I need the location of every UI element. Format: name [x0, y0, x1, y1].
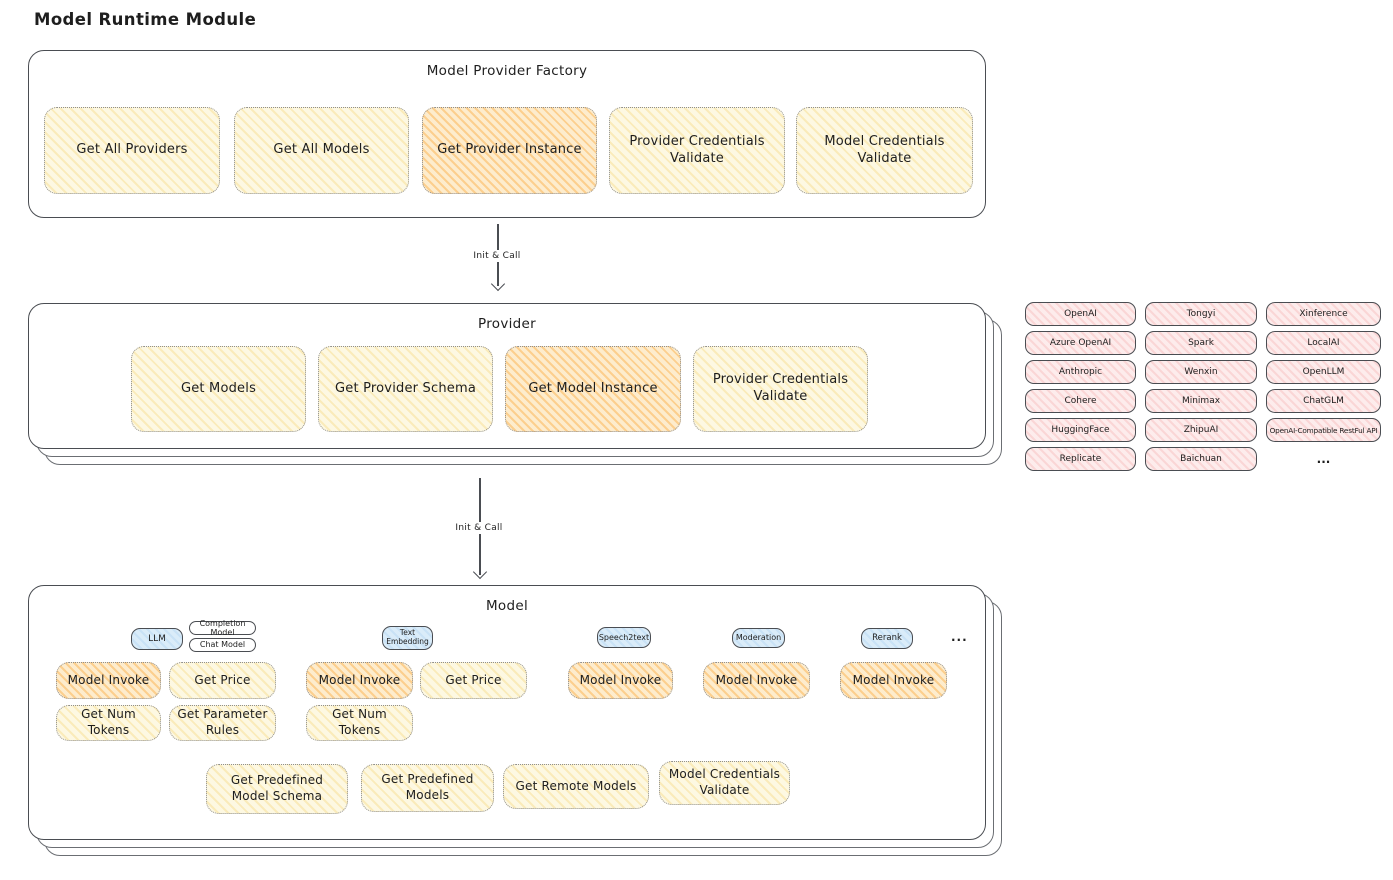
factory-title: Model Provider Factory [426, 63, 588, 79]
arrow-label-init-call-2: Init & Call [451, 522, 507, 534]
provider-pill-minimax: Minimax [1145, 389, 1257, 413]
node-get-predefined-model-schema: Get Predefined Model Schema [206, 764, 348, 814]
tab-llm: LLM [131, 628, 183, 650]
tab-text-embedding: Text Embedding [382, 626, 433, 650]
provider-pill-chatglm: ChatGLM [1266, 389, 1381, 413]
page-title: Model Runtime Module [34, 10, 257, 29]
provider-pill-localai: LocalAI [1266, 331, 1381, 355]
arrow-head-down-icon-2 [472, 564, 488, 580]
provider-pill-azure-openai: Azure OpenAI [1025, 331, 1136, 355]
provider-pill-baichuan: Baichuan [1145, 447, 1257, 471]
tab-rerank: Rerank [861, 628, 913, 649]
node-get-price-embedding: Get Price [420, 662, 527, 699]
node-provider-credentials-validate: Provider Credentials Validate [609, 107, 785, 194]
provider-pill-spark: Spark [1145, 331, 1257, 355]
node-get-predefined-models: Get Predefined Models [361, 764, 494, 812]
node-model-credentials-validate-2: Model Credentials Validate [659, 761, 790, 805]
tab-completion-model: Completion Model [189, 619, 256, 637]
node-get-models: Get Models [131, 346, 306, 432]
provider-pill-openai-compatible: OpenAI-Compatible RestFul API [1266, 418, 1381, 442]
provider-pill-zhipuai: ZhipuAI [1145, 418, 1257, 442]
node-model-invoke-llm: Model Invoke [56, 662, 161, 699]
provider-pill-replicate: Replicate [1025, 447, 1136, 471]
node-model-invoke-embedding: Model Invoke [306, 662, 413, 699]
provider-pill-huggingface: HuggingFace [1025, 418, 1136, 442]
provider-pill-openllm: OpenLLM [1266, 360, 1381, 384]
tabs-ellipsis: ... [951, 630, 968, 644]
node-provider-credentials-validate-2: Provider Credentials Validate [693, 346, 868, 432]
node-get-num-tokens-llm: Get Num Tokens [56, 705, 161, 741]
node-get-all-models: Get All Models [234, 107, 409, 194]
provider-pill-wenxin: Wenxin [1145, 360, 1257, 384]
node-model-invoke-rerank: Model Invoke [840, 662, 947, 699]
node-get-model-instance: Get Model Instance [505, 346, 681, 432]
provider-pill-cohere: Cohere [1025, 389, 1136, 413]
node-get-all-providers: Get All Providers [44, 107, 220, 194]
node-get-remote-models: Get Remote Models [503, 764, 649, 809]
node-get-price-llm: Get Price [169, 662, 276, 699]
tab-moderation: Moderation [732, 628, 785, 648]
node-model-invoke-speech2text: Model Invoke [568, 662, 673, 699]
tab-speech2text: Speech2text [597, 627, 651, 648]
model-box: Model LLM Completion Model Chat Model Te… [28, 585, 986, 840]
node-model-invoke-moderation: Model Invoke [703, 662, 810, 699]
provider-box: Provider Get Models Get Provider Schema … [28, 303, 986, 449]
provider-pill-ellipsis: ... [1316, 452, 1331, 466]
node-get-num-tokens-embedding: Get Num Tokens [306, 705, 413, 741]
arrow-label-init-call-1: Init & Call [469, 250, 525, 262]
factory-box: Model Provider Factory Get All Providers… [28, 50, 986, 218]
provider-pill-xinference: Xinference [1266, 302, 1381, 326]
arrow-head-down-icon [490, 276, 506, 292]
model-title: Model [485, 598, 529, 614]
provider-pill-tongyi: Tongyi [1145, 302, 1257, 326]
node-get-parameter-rules: Get Parameter Rules [169, 705, 276, 741]
provider-pill-anthropic: Anthropic [1025, 360, 1136, 384]
node-get-provider-schema: Get Provider Schema [318, 346, 493, 432]
provider-pill-openai: OpenAI [1025, 302, 1136, 326]
tab-chat-model: Chat Model [189, 638, 256, 652]
provider-title: Provider [478, 316, 536, 332]
node-model-credentials-validate: Model Credentials Validate [796, 107, 973, 194]
provider-list: OpenAI Tongyi Xinference Azure OpenAI Sp… [1025, 302, 1381, 471]
node-get-provider-instance: Get Provider Instance [422, 107, 597, 194]
